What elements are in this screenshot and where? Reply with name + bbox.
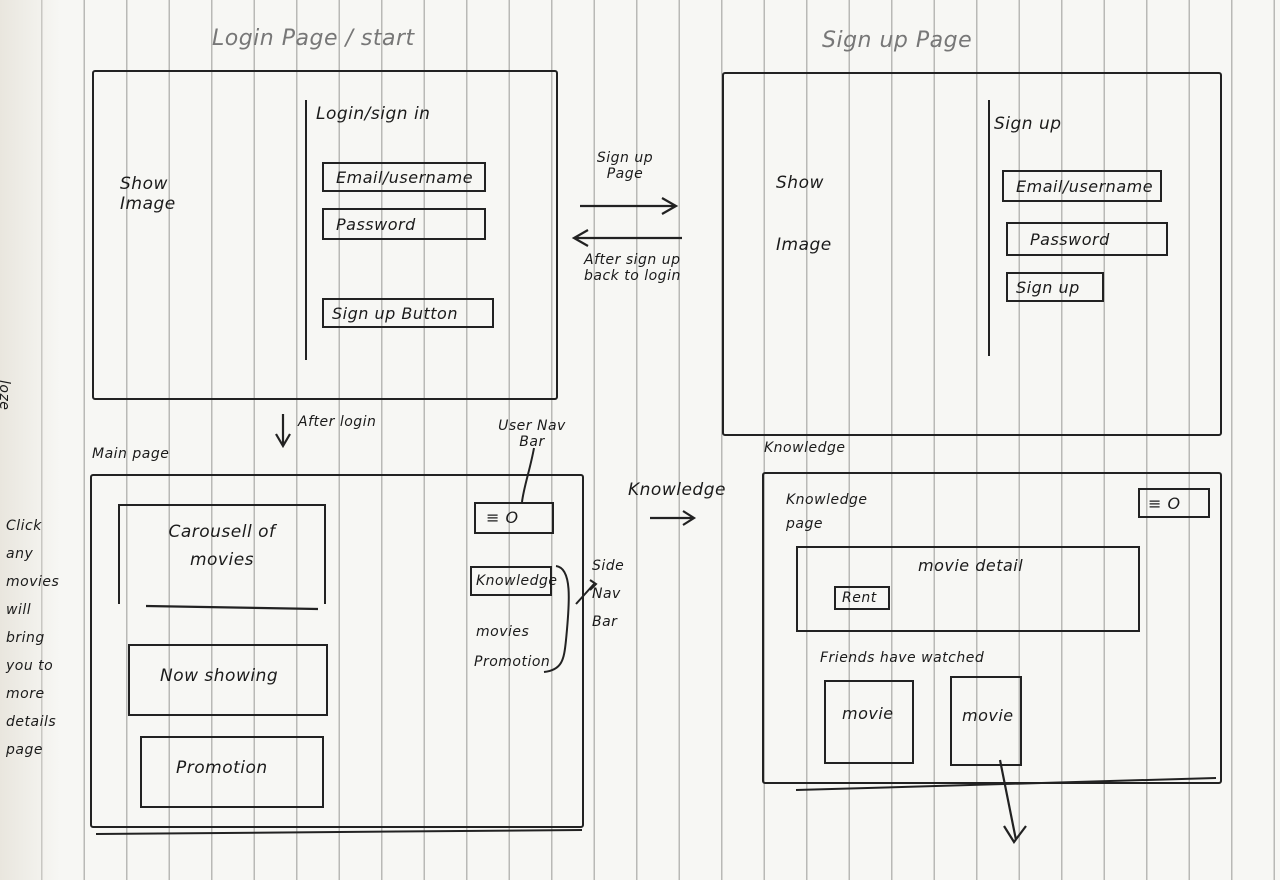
knowledge-page-title: Knowledge [764,440,846,456]
movie-carousel[interactable]: Carousell of movies [118,504,326,604]
knowledge-frame-bottom-stroke [795,777,1217,791]
login-email-field[interactable]: Email/username [322,162,486,192]
to-signup-label: Sign up Page [596,150,654,182]
nav-pointer [521,447,535,503]
signup-image-placeholder: Show Image [776,173,832,255]
knowledge-menu[interactable]: ≡ O [1138,488,1210,518]
movie-down-arrow [998,759,1027,844]
promotion-section[interactable]: Promotion [140,736,324,808]
login-heading: Login/sign in [316,104,431,124]
carousel-underline [145,604,319,611]
signup-page-frame [722,72,1222,436]
signup-email-field[interactable]: Email/username [1002,170,1162,202]
side-nav-brace [543,565,570,673]
login-image-placeholder: Show Image [120,174,176,214]
after-login-arrow [275,414,291,449]
side-nav-pointer [575,579,598,605]
side-nav-bar-note: Side Nav Bar [592,558,625,630]
login-password-field[interactable]: Password [322,208,486,240]
menu-icon[interactable]: ≡ O [1148,494,1181,513]
menu-icon[interactable]: ≡ O [486,508,519,527]
now-showing-section[interactable]: Now showing [128,644,328,716]
side-nav-promotion[interactable]: Promotion [474,654,551,670]
click-movies-note: Click any movies will bring you to more … [6,518,60,758]
back-to-login-arrow [571,229,682,247]
signup-password-field[interactable]: Password [1006,222,1168,256]
carousel-label: Carousell of movies [168,522,276,570]
side-nav-movies[interactable]: movies [476,624,530,640]
signup-page-title: Sign up Page [822,28,973,53]
user-nav-bar-note: User Nav Bar [498,418,566,450]
to-knowledge-arrow [650,510,697,526]
login-page-frame [92,70,558,400]
side-nav-knowledge[interactable]: Knowledge [470,566,557,596]
signup-heading: Sign up [994,114,1062,134]
login-page-divider [305,100,307,360]
movie-detail-card[interactable]: movie detail Rent [796,546,1140,632]
movie-detail-label: movie detail [918,556,1024,575]
signup-submit-button[interactable]: Sign up [1006,272,1104,302]
after-login-label: After login [298,414,377,430]
friend-movie-card-2[interactable]: movie [950,676,1022,766]
main-page-frame [90,474,584,828]
signup-page-divider [988,100,990,356]
signup-button[interactable]: Sign up Button [322,298,494,328]
rent-button[interactable]: Rent [834,586,890,610]
friends-watched-label: Friends have watched [820,650,985,666]
knowledge-page-heading: Knowledge page [786,492,868,532]
back-to-login-label: After sign up back to login [584,252,681,284]
main-page-title: Main page [92,446,170,462]
friend-movie-card-1[interactable]: movie [824,680,914,764]
user-nav-bar[interactable]: ≡ O [474,502,554,534]
margin-shadow [0,0,60,880]
to-signup-arrow [580,197,679,215]
login-page-title: Login Page / start [212,26,415,51]
main-frame-bottom-stroke [95,829,583,835]
margin-text: loze [0,380,12,411]
knowledge-page-frame [762,472,1222,784]
to-knowledge-label: Knowledge [628,480,726,500]
